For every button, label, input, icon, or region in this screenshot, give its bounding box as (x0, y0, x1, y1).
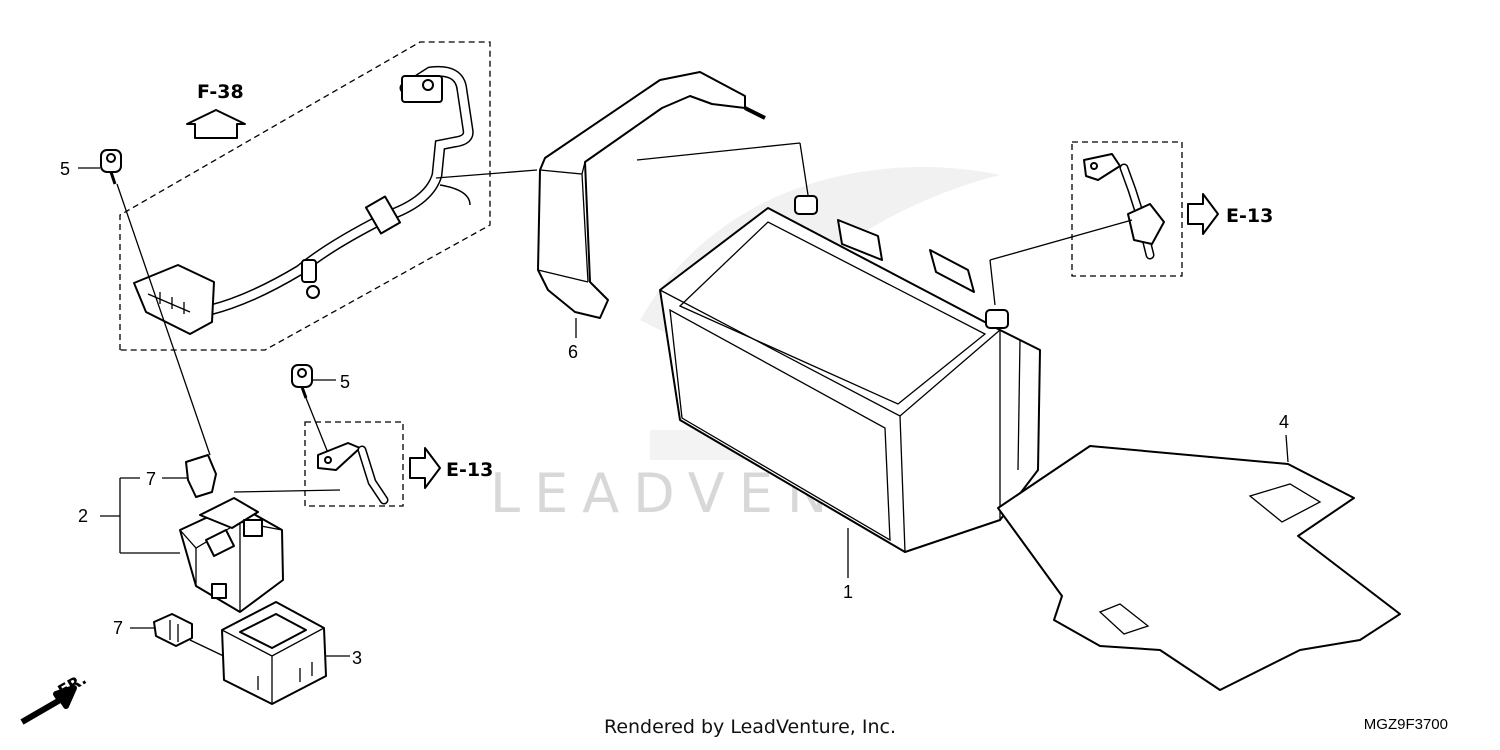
right-arrow-icon-mid (409, 447, 441, 489)
callout-3: 3 (352, 648, 362, 668)
terminal-lead-top (1083, 153, 1165, 260)
callout-7-lower: 7 (113, 618, 123, 638)
up-arrow-icon (186, 109, 246, 139)
footer-credit: Rendered by LeadVenture, Inc. (603, 716, 897, 738)
callout-1: 1 (843, 582, 853, 602)
battery-plate-4 (997, 445, 1401, 691)
harness-dashed-frame (119, 41, 491, 351)
terminal-dashed-frame (304, 421, 404, 507)
band-to-battery-leader (636, 142, 801, 161)
starter-relay-2 (179, 497, 284, 613)
callout-2: 2 (78, 506, 88, 526)
terminal-lead (317, 442, 389, 505)
callout-6: 6 (568, 342, 578, 362)
callout-5-mid: 5 (340, 372, 350, 392)
right-arrow-icon-top (1187, 193, 1219, 235)
battery-band-6 (537, 71, 766, 319)
band-to-harness-leader (435, 169, 538, 179)
battery-1 (659, 195, 1041, 553)
wire-harness (133, 65, 474, 335)
ref-e13-top-label: E-13 (1226, 205, 1273, 227)
front-direction-arrow-icon (20, 685, 77, 725)
callout-4: 4 (1279, 412, 1289, 432)
callout-5-top: 5 (60, 159, 70, 179)
screw-5-mid (291, 364, 313, 399)
callout-7-upper: 7 (146, 469, 156, 489)
ref-f38-label: F-38 (197, 81, 244, 103)
fuse-7-upper (185, 454, 217, 498)
screw-5-top (100, 149, 122, 185)
ref-e13-mid-label: E-13 (446, 459, 493, 481)
diagram-code: MGZ9F3700 (1363, 716, 1448, 733)
relay-cover-3 (221, 601, 327, 705)
fuse-7-lower (153, 613, 193, 647)
terminal-top-dashed-frame (1071, 141, 1183, 277)
